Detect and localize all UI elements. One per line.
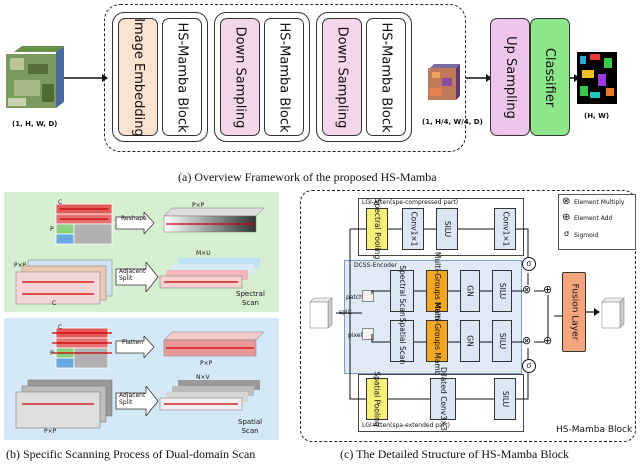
spectral-scan-block: Spectral Scan [390,265,414,317]
add-icon: ⊕ [562,212,571,223]
split-sequence [159,258,260,289]
spec-mxu-label: M×U [196,250,211,257]
hs-mamba-block-title: HS-Mamba Block [556,425,633,435]
spatial-sequence [15,379,113,429]
spec-pxp-label-2: P×P [14,262,27,269]
up-sampling-block: Up Sampling [490,18,530,136]
input-hsi-cube [6,46,64,108]
adjacent-split-label: Adjacent Split [119,268,146,282]
output-dim-label: (H, W) [584,112,610,120]
legend-add: Element Add [574,215,613,222]
spatial-pooling: Spatial Pooling [366,371,388,427]
multiply-bottom-icon: ⊗ [522,334,532,347]
conv1x1-top-b: Conv1×1 [494,208,516,250]
spat-p-label: P [50,350,54,357]
silu-bottom: SILU [494,378,516,420]
dilated-conv3x3: Dilated Conv3×3 [430,367,456,431]
gn-spec: GN [460,270,480,312]
group2-frame [214,12,310,142]
adjacent-split-label-2: Adjacent Split [119,392,146,406]
block-output-cube [601,297,625,329]
legend-sigmoid: Sigmoid [574,232,599,239]
reshape-arrow [115,212,155,234]
spec-p-label: P [50,226,54,233]
legend-multiply: Element Multiply [574,199,625,206]
add-top-icon: ⊕ [543,283,553,296]
fusion-layer: Fusion Layer [562,272,586,352]
silu-spec: SILU [492,270,512,312]
spatial-input-cube [52,327,112,369]
spatial-scan-label: Spatial Scan [238,418,263,435]
mid-dim-label: (1, H/4, W/4, D) [422,118,483,126]
flatten-label: Flatten [122,339,143,346]
flattened-sequence [163,331,265,357]
group1-frame [112,12,208,142]
multiply-top-icon: ⊗ [522,283,532,296]
arrow-input [64,74,108,82]
gn-spat: GN [460,320,480,362]
flatten-arrow [115,336,155,358]
adjacent-split-arrow-2 [115,386,159,416]
spectral-input-cube [55,203,113,245]
down-sampling-block-2: Down Sampling [322,18,362,136]
lgi-top-label: LGI-Atten(spe-compressed part) [362,199,459,206]
spatial-scan-block: Spatial Scan [390,318,414,364]
silu-top: SILU [436,208,458,250]
sigmoid-top: σ [522,257,536,271]
image-embedding-block: Image Embedding [118,18,158,136]
sigmoid-bottom: σ [522,359,536,373]
spat-pxp-label-2: P×P [44,428,57,435]
spat-pxp-label: P×P [200,360,213,367]
spat-c-label: C [58,324,63,331]
hs-mamba-block-1: HS-Mamba Block [162,18,202,136]
spectral-pooling: Spectral Pooling [366,199,388,259]
patch-label: patch [346,294,363,301]
multiply-icon: ⊗ [562,196,571,207]
sigmoid-icon: σ [564,229,570,238]
spatial-split-sequence [159,380,260,411]
spectral-sequence [15,259,113,305]
arrow-to-upsampling [466,74,492,82]
down-sampling-block-1: Down Sampling [220,18,260,136]
patch-cube [362,290,374,302]
mid-feature-cube [428,64,460,100]
input-dim-label: (1, H, W, D) [12,120,58,128]
conv1x1-top-a: Conv1×1 [402,208,424,250]
caption-a: (a) Overview Framework of the proposed H… [178,170,437,184]
caption-c: (c) The Detailed Structure of HS-Mamba B… [340,447,570,461]
hs-mamba-dashed-frame [300,190,636,442]
connection-lines [336,228,562,400]
adjacent-split-arrow [115,262,159,292]
hs-mamba-block-2: HS-Mamba Block [264,18,304,136]
classifier-block: Classifier [530,18,570,136]
block-input-cube [309,297,333,329]
spectral-scan-label: Spectral Scan [236,290,265,307]
reshaped-sequence [163,207,265,233]
reshape-label: Reshape [121,215,147,222]
output-classification-map [577,52,617,104]
pixel-cube [362,328,374,340]
pixel-label: pixel [348,332,363,339]
silu-spat: SILU [492,320,512,362]
add-bottom-icon: ⊕ [543,334,553,347]
caption-b: (b) Specific Scanning Process of Dual-do… [6,447,256,461]
encoder-dashed-frame [104,4,466,152]
spec-c-label-2: C [52,300,57,307]
dcss-label: DCSS-Encoder [354,262,398,269]
group3-frame [316,12,412,142]
hs-mamba-block-3: HS-Mamba Block [366,18,406,136]
spec-pxp-label: P×P [192,202,205,209]
lgi-bottom-label: LGI-Atten(spa-extended part) [362,422,450,429]
arrow-to-output-cube [586,308,600,316]
multi-groups-mamba-spat: Multi-Groups Mamba [426,302,448,380]
legend-box [558,194,636,250]
spec-c-label: C [58,199,63,206]
multi-groups-mamba-spec: Multi-Groups Mamba [426,252,448,330]
spat-nxv-label: N×V [196,374,210,381]
